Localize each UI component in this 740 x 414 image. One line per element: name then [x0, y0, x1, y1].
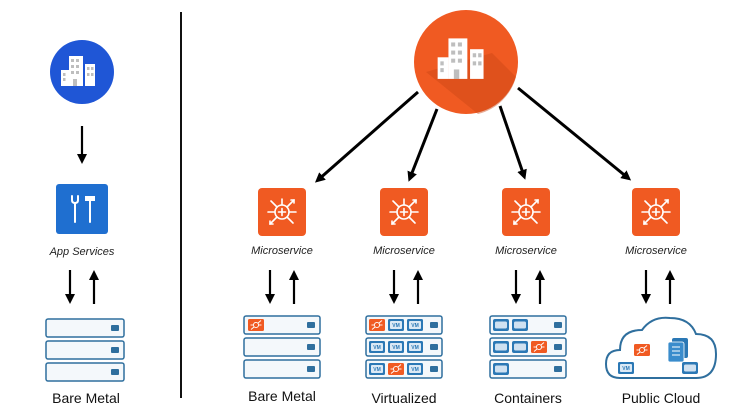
caption-virtualized: Virtualized [371, 390, 437, 406]
microservice-label-1: Microservice [251, 245, 313, 257]
microservice-label-3: Microservice [495, 245, 557, 257]
vm-badge-text: VM [392, 323, 400, 329]
vm-badge-text: VM [373, 345, 381, 351]
bidirectional-arrows-left [65, 270, 99, 304]
caption-containers: Containers [494, 390, 562, 406]
microservice-node-1 [258, 188, 306, 236]
vm-badge-text: VM [622, 366, 630, 372]
vm-badge-text: VM [411, 345, 419, 351]
microservice-label-2: Microservice [373, 245, 435, 257]
app-services-node [56, 184, 108, 234]
caption-bare-metal-left: Bare Metal [52, 390, 120, 406]
caption-bare-metal: Bare Metal [248, 388, 316, 404]
vm-badge-text: VM [373, 367, 381, 373]
server-stack-bare-metal [243, 315, 321, 379]
vm-badge-text: VM [411, 323, 419, 329]
vm-badge-text: VM [392, 345, 400, 351]
app-services-label: App Services [49, 246, 115, 258]
microservice-label-4: Microservice [625, 245, 687, 257]
microservice-node-2 [380, 188, 428, 236]
app-services-box [56, 184, 108, 234]
container-stack-icon [667, 338, 688, 363]
microservice-node-3 [502, 188, 550, 236]
bidirectional-arrows-right [265, 270, 675, 304]
public-cloud [604, 316, 718, 379]
vm-badge-text: VM [411, 367, 419, 373]
server-stack-virtualized [365, 315, 443, 379]
server-stack-containers [489, 315, 567, 379]
fanout-arrows [314, 86, 632, 183]
tools-icon [71, 195, 95, 223]
server-stack-left [45, 318, 125, 382]
caption-public-cloud: Public Cloud [621, 390, 701, 406]
microservice-node-4 [632, 188, 680, 236]
right-enterprise-node [414, 10, 518, 114]
left-enterprise-node [50, 40, 114, 104]
